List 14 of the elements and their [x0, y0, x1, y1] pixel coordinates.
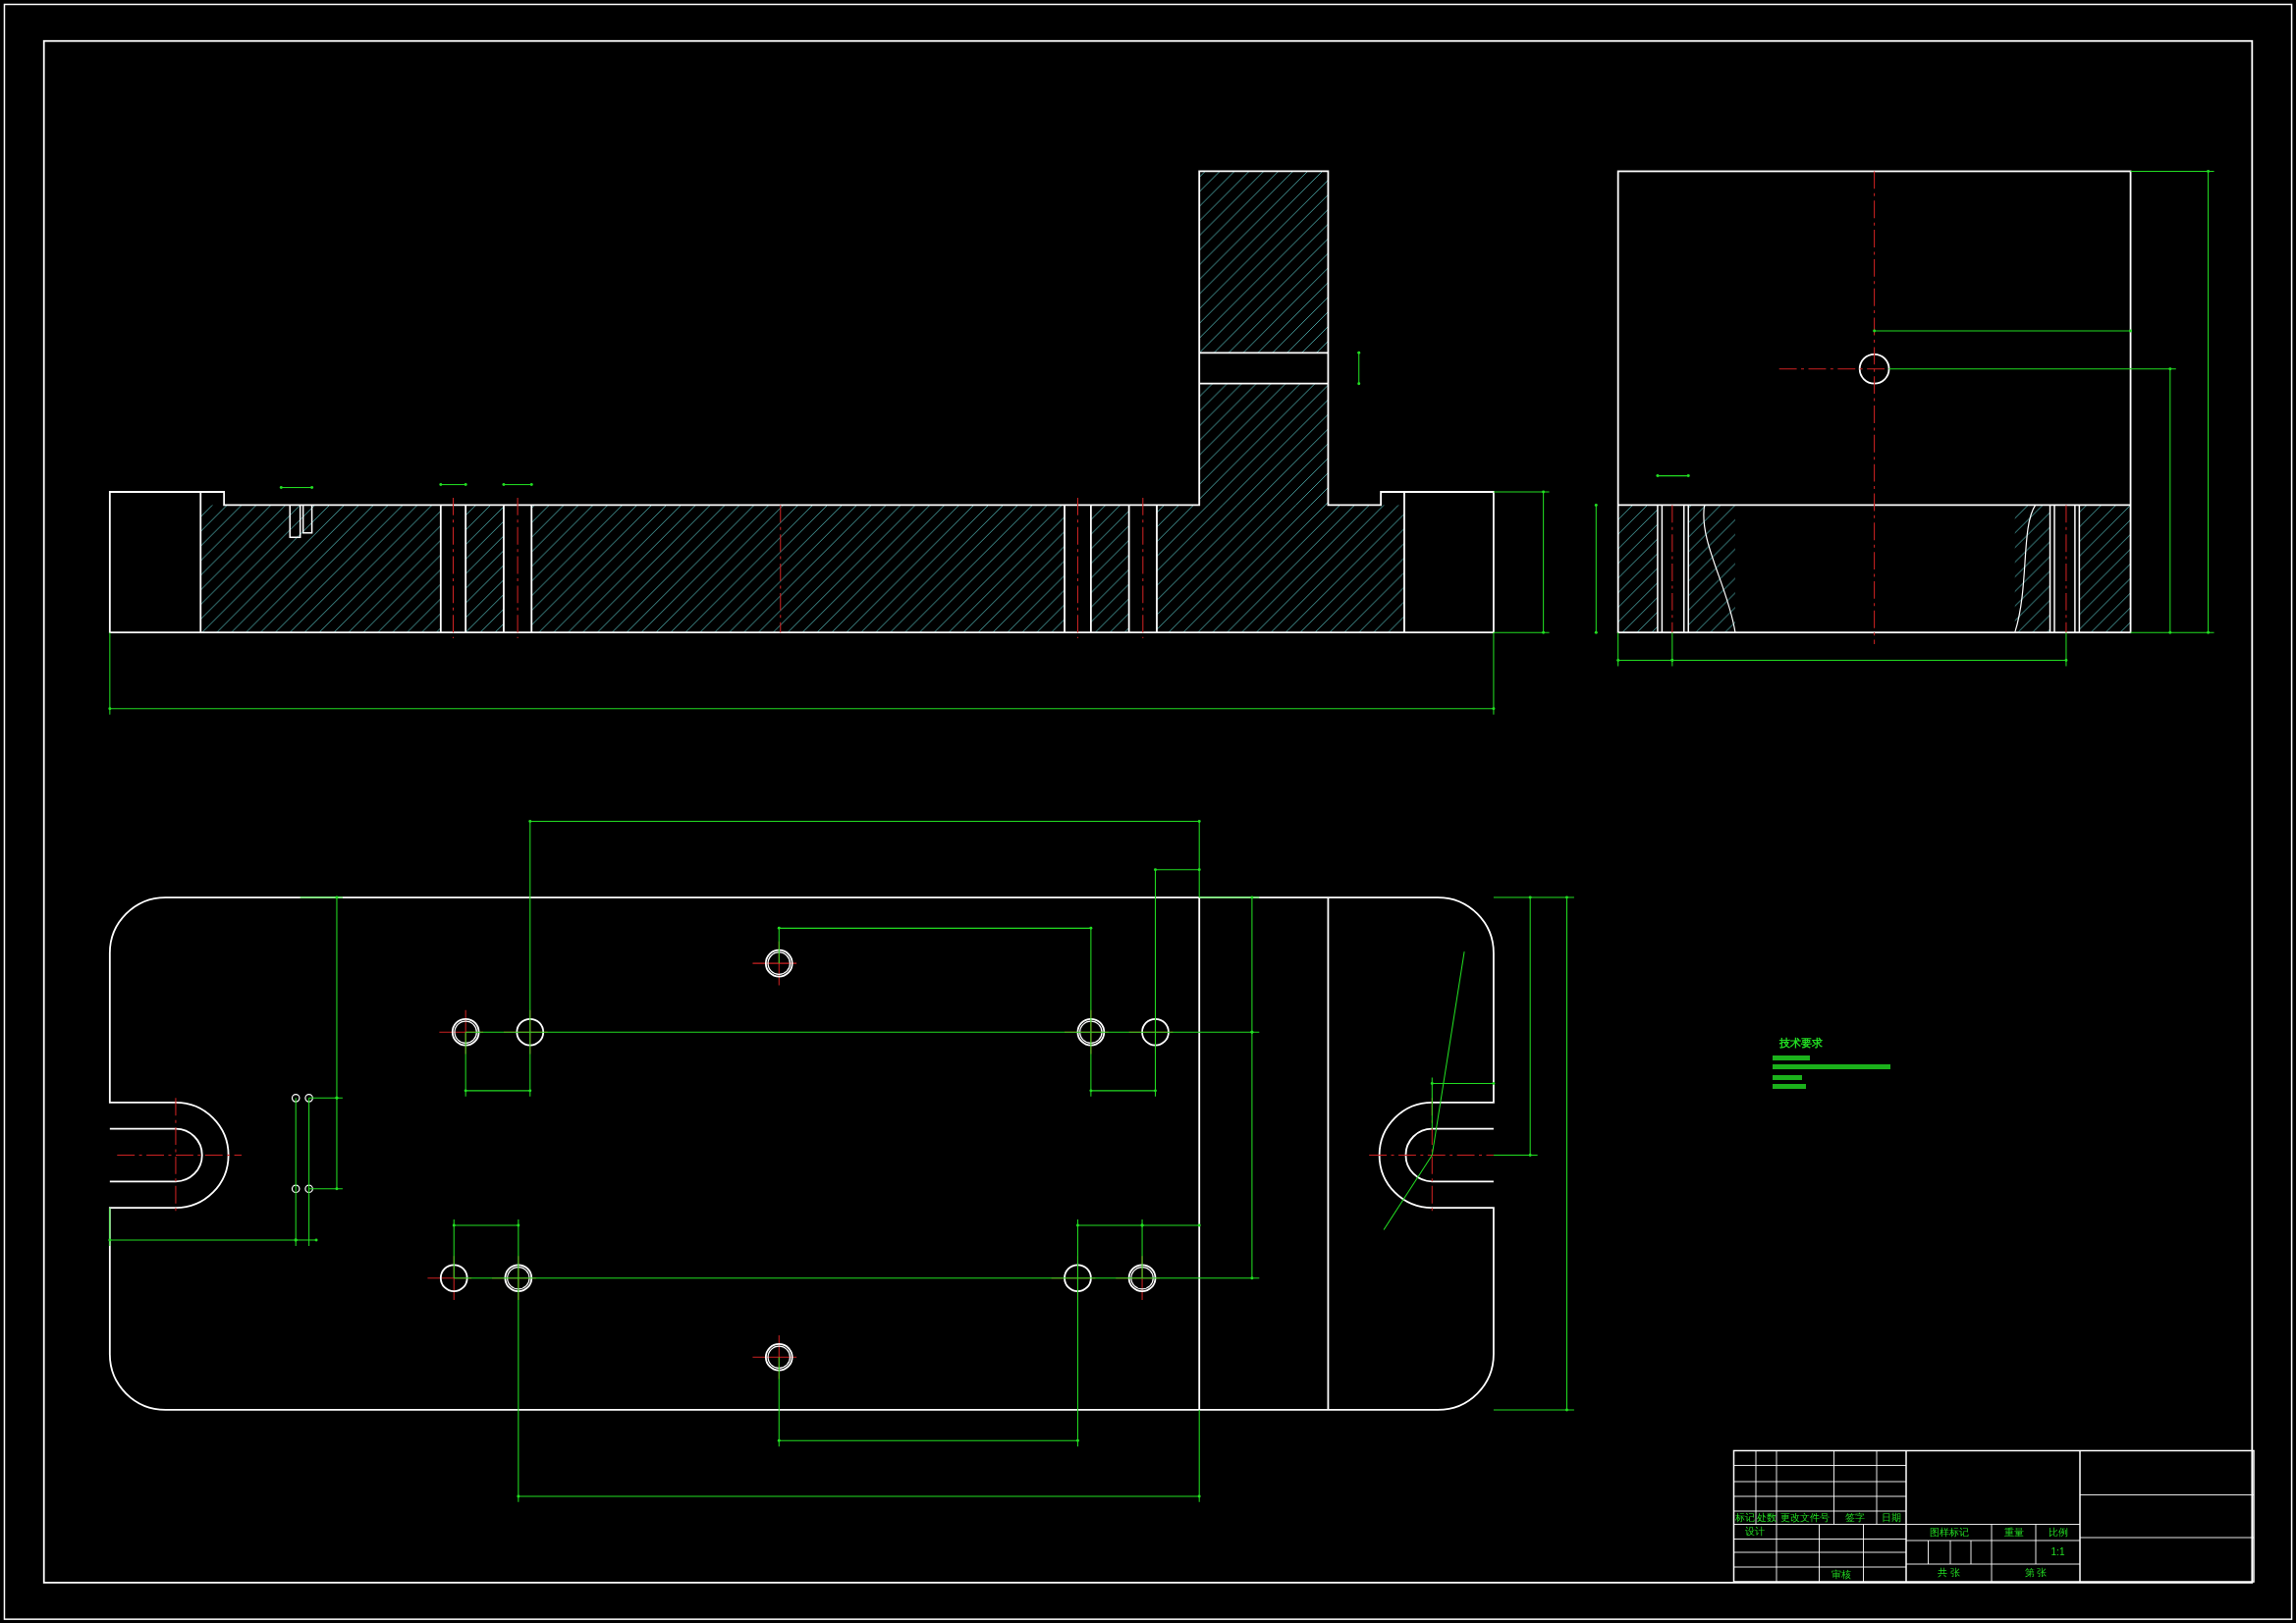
title-block-label: 日期 — [1881, 1511, 1902, 1525]
title-block-label: 更改文件号 — [1779, 1511, 1831, 1525]
title-block-label: 第 张 — [2023, 1566, 2049, 1580]
title-block-label: 处数 — [1756, 1511, 1777, 1525]
title-block-label: 重量 — [2002, 1525, 2025, 1540]
title-block-label: 共 张 — [1937, 1566, 1961, 1580]
title-block-label: 1:1 — [2050, 1545, 2066, 1559]
title-block-label: 签字 — [1844, 1511, 1867, 1525]
technical-requirements-heading: 技术要求 — [1778, 1038, 1824, 1049]
title-block-label: 图样标记 — [1928, 1525, 1970, 1540]
title-block-label: 设计 — [1744, 1525, 1767, 1539]
title-block-label: 审核 — [1831, 1567, 1852, 1582]
title-block-label: 标记 — [1733, 1511, 1756, 1525]
title-block-label: 比例 — [2047, 1525, 2069, 1540]
